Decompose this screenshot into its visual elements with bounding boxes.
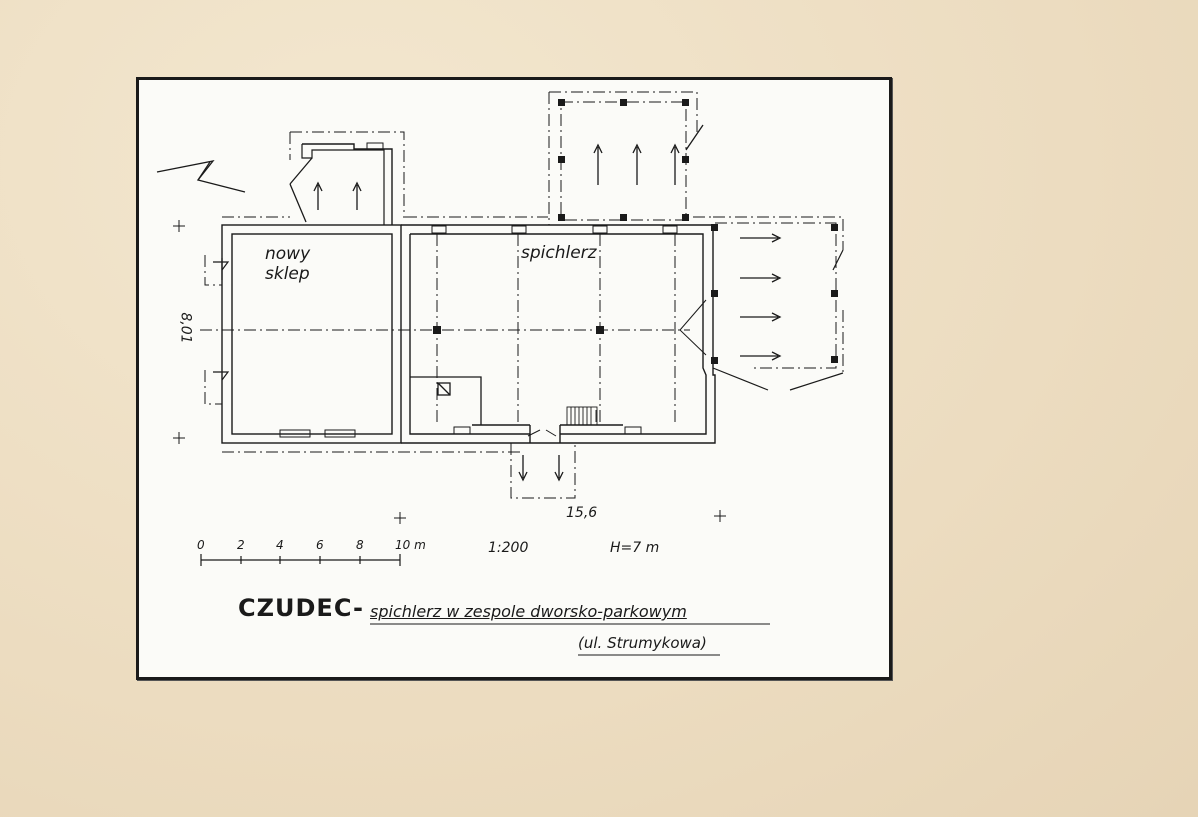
title-subtitle: spichlerz w zespole dworsko-parkowym	[370, 602, 687, 621]
scale-bar	[200, 554, 401, 566]
dimension-length: 15,6	[566, 505, 598, 521]
survey-marks	[173, 220, 726, 524]
shop-walls	[221, 224, 402, 444]
north-annex	[289, 131, 405, 225]
scale-tick-10: 10 m	[395, 538, 426, 552]
scale-tick-6: 6	[316, 538, 324, 552]
scale-tick-0: 0	[197, 538, 205, 552]
room-label-shop-line2: sklep	[265, 264, 310, 284]
grid-axes	[200, 216, 713, 453]
room-label-shop-line1: nowy	[265, 244, 311, 264]
room-label-granary: spichlerz	[521, 243, 597, 263]
scale-tick-4: 4	[276, 538, 284, 552]
south-porch	[510, 443, 576, 499]
scale-tick-8: 8	[356, 538, 364, 552]
granary-walls	[401, 224, 716, 444]
ne-pavilion	[548, 91, 704, 225]
scale-tick-2: 2	[237, 538, 245, 552]
inner-room	[410, 376, 482, 425]
windows	[279, 142, 678, 438]
stairs	[566, 406, 598, 426]
title-main: CZUDEC-	[238, 594, 364, 622]
scale-ratio: 1:200	[488, 540, 529, 556]
title-street: (ul. Strumykowa)	[578, 634, 707, 652]
room-label-shop: nowy sklep	[265, 244, 310, 284]
shop-openings	[213, 258, 230, 381]
pillars[interactable]	[433, 326, 604, 334]
north-arrow-icon	[156, 160, 246, 193]
east-shed	[679, 216, 844, 391]
drawing-sheet	[136, 77, 892, 680]
height-label: H=7 m	[610, 540, 660, 556]
dimension-width: 8,01	[177, 312, 194, 344]
